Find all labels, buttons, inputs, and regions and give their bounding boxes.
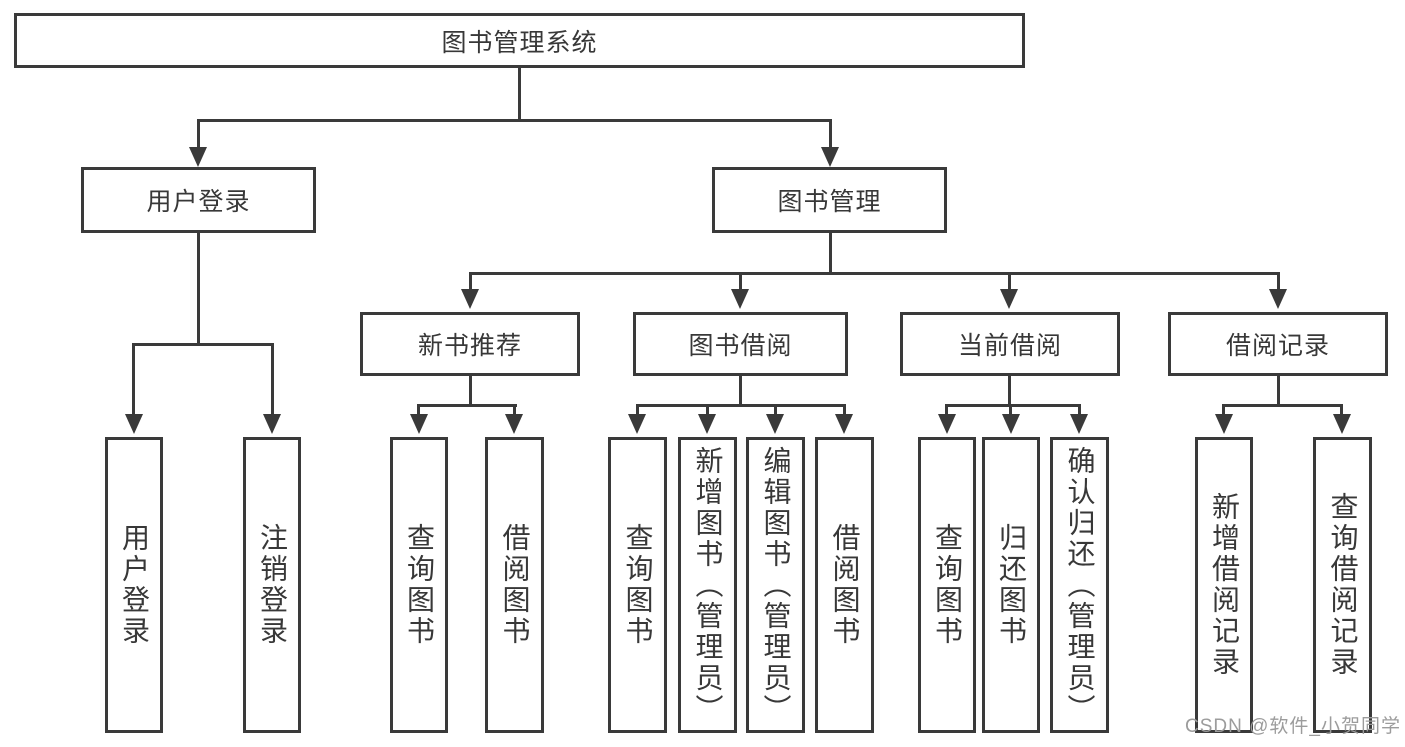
connector-line [197, 119, 832, 122]
arrow-down-icon [1215, 414, 1233, 434]
arrow-down-icon [1269, 289, 1287, 309]
arrow-down-icon [766, 414, 784, 434]
connector-line [197, 233, 200, 346]
leaf-bb-borrow-books-label: 借阅图书 [829, 523, 861, 647]
leaf-nbr-borrow-books: 借阅图书 [485, 437, 544, 733]
connector-line [945, 404, 948, 417]
connector-line [1277, 376, 1280, 407]
arrow-down-icon [125, 414, 143, 434]
arrow-down-icon [505, 414, 523, 434]
watermark: CSDN @软件_小贺同学 [1185, 716, 1401, 737]
connector-line [469, 272, 472, 291]
connector-line [829, 233, 832, 275]
arrow-down-icon [835, 414, 853, 434]
node-new-book-recommendation-label: 新书推荐 [417, 332, 522, 360]
leaf-user-login: 用户登录 [105, 437, 163, 733]
node-book-management-label: 图书管理 [777, 188, 882, 216]
connector-line [271, 343, 274, 415]
connector-line [774, 404, 777, 417]
leaf-cb-return-books-label: 归还图书 [996, 523, 1027, 647]
arrow-down-icon [628, 414, 646, 434]
node-new-book-recommendation: 新书推荐 [360, 312, 580, 376]
node-root: 图书管理系统 [14, 13, 1025, 68]
connector-line [417, 404, 517, 407]
arrow-down-icon [189, 147, 207, 167]
leaf-cb-confirm-return-admin-label: 确认归还（管理员） [1064, 445, 1096, 725]
connector-line [1009, 404, 1012, 417]
leaf-cb-confirm-return-admin: 确认归还（管理员） [1050, 437, 1109, 733]
leaf-bb-add-books-admin-label: 新增图书（管理员） [692, 445, 724, 725]
leaf-br-add-record: 新增借阅记录 [1195, 437, 1253, 733]
arrow-down-icon [698, 414, 716, 434]
arrow-down-icon [461, 289, 479, 309]
arrow-down-icon [1002, 414, 1020, 434]
node-borrowing-records: 借阅记录 [1168, 312, 1388, 376]
arrow-down-icon [410, 414, 428, 434]
leaf-br-query-record: 查询借阅记录 [1313, 437, 1372, 733]
leaf-nbr-query-books: 查询图书 [390, 437, 448, 733]
leaf-br-query-record-label: 查询借阅记录 [1327, 492, 1359, 678]
connector-line [417, 404, 420, 417]
arrow-down-icon [1070, 414, 1088, 434]
connector-line [518, 68, 521, 119]
arrow-down-icon [938, 414, 956, 434]
leaf-bb-edit-books-admin: 编辑图书（管理员） [746, 437, 805, 733]
node-book-borrowing: 图书借阅 [633, 312, 848, 376]
leaf-bb-query-books: 查询图书 [608, 437, 667, 733]
node-root-label: 图书管理系统 [441, 28, 598, 57]
leaf-bb-borrow-books: 借阅图书 [815, 437, 874, 733]
connector-line [469, 272, 1280, 275]
arrow-down-icon [1333, 414, 1351, 434]
leaf-bb-add-books-admin: 新增图书（管理员） [678, 437, 737, 733]
connector-line [843, 404, 846, 417]
node-book-management: 图书管理 [712, 167, 947, 233]
node-user-login-label: 用户登录 [146, 188, 251, 216]
leaf-bb-query-books-label: 查询图书 [622, 523, 654, 647]
leaf-cb-return-books: 归还图书 [982, 437, 1040, 733]
leaf-nbr-borrow-books-label: 借阅图书 [499, 523, 531, 647]
connector-line [739, 272, 742, 291]
connector-line [1340, 404, 1343, 417]
arrow-down-icon [731, 289, 749, 309]
leaf-logout: 注销登录 [243, 437, 301, 733]
leaf-user-login-label: 用户登录 [119, 523, 150, 647]
connector-line [1277, 272, 1280, 291]
connector-line [636, 404, 639, 417]
connector-line [636, 404, 846, 407]
connector-line [706, 404, 709, 417]
node-user-login: 用户登录 [81, 167, 316, 233]
connector-line [132, 343, 135, 415]
connector-line [739, 376, 742, 407]
connector-line [1222, 404, 1225, 417]
leaf-br-add-record-label: 新增借阅记录 [1209, 492, 1240, 678]
connector-line [1008, 272, 1011, 291]
connector-line [1078, 404, 1081, 417]
arrow-down-icon [821, 147, 839, 167]
connector-line [469, 376, 472, 407]
arrow-down-icon [1000, 289, 1018, 309]
connector-line [945, 404, 1081, 407]
leaf-cb-query-books-label: 查询图书 [932, 523, 963, 647]
leaf-bb-edit-books-admin-label: 编辑图书（管理员） [760, 445, 792, 725]
leaf-logout-label: 注销登录 [257, 523, 288, 647]
connector-line [1008, 376, 1011, 407]
node-current-borrowing: 当前借阅 [900, 312, 1120, 376]
node-book-borrowing-label: 图书借阅 [688, 332, 793, 360]
connector-line [132, 343, 274, 346]
leaf-nbr-query-books-label: 查询图书 [404, 523, 435, 647]
connector-line [1222, 404, 1343, 407]
arrow-down-icon [263, 414, 281, 434]
connector-line [197, 119, 200, 149]
connector-line [829, 119, 832, 149]
leaf-cb-query-books: 查询图书 [918, 437, 976, 733]
node-current-borrowing-label: 当前借阅 [957, 332, 1062, 360]
connector-line [513, 404, 516, 417]
node-borrowing-records-label: 借阅记录 [1225, 332, 1330, 360]
